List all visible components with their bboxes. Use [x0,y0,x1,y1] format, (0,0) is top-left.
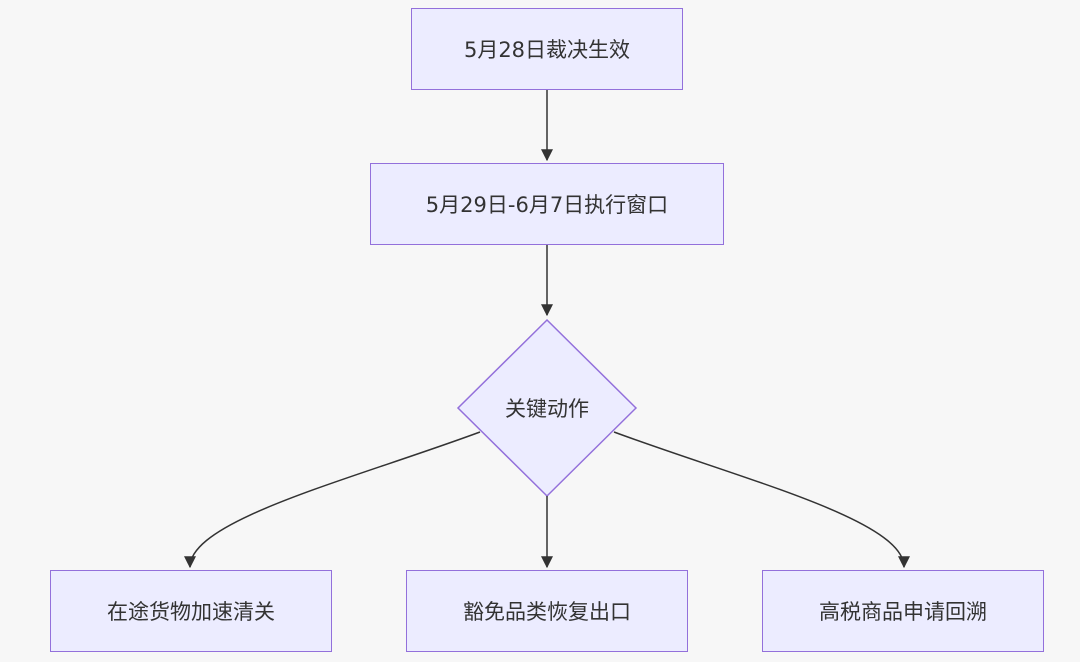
node-transit-label: 在途货物加速清关 [107,600,275,624]
node-window: 5月29日-6月7日执行窗口 [370,163,724,245]
node-exempt-label: 豁免品类恢复出口 [463,600,631,624]
node-effective-label: 5月28日裁决生效 [463,38,631,62]
edge-decision-to-hightax [613,431,910,569]
node-window-label: 5月29日-6月7日执行窗口 [425,193,669,217]
node-exempt: 豁免品类恢复出口 [406,570,688,652]
node-hightax: 高税商品申请回溯 [762,570,1044,652]
node-decision-label: 关键动作 [505,397,589,421]
edge-decision-to-transit [184,431,481,569]
node-hightax-label: 高税商品申请回溯 [819,600,987,624]
node-effective: 5月28日裁决生效 [411,8,683,90]
node-decision: 关键动作 [458,320,636,496]
node-transit: 在途货物加速清关 [50,570,332,652]
